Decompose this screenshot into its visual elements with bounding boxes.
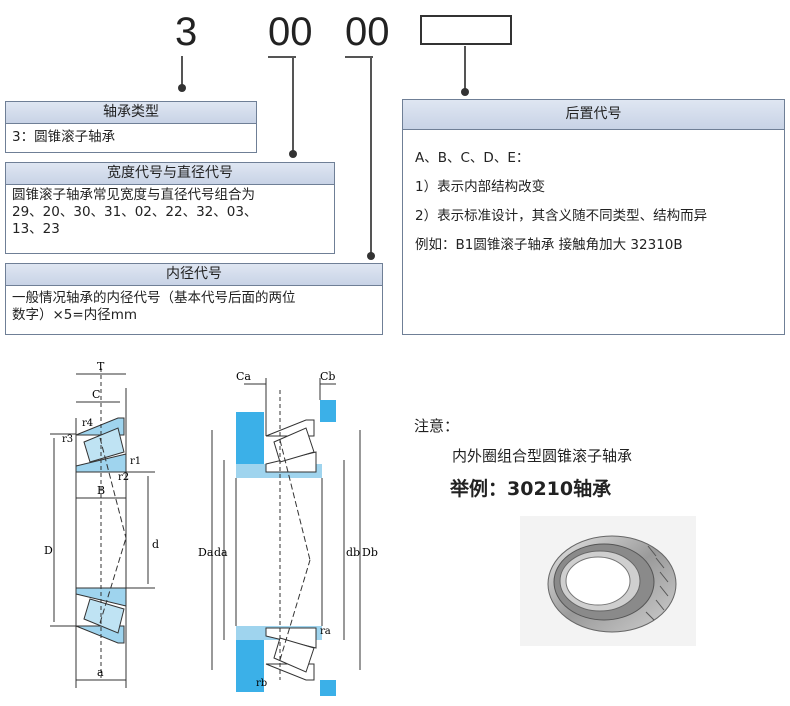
label-D: D bbox=[44, 544, 53, 557]
label-r2: r2 bbox=[118, 472, 129, 483]
connector-dot-suffix bbox=[461, 88, 469, 96]
roller-bottom bbox=[83, 598, 125, 634]
connector-width-top bbox=[268, 56, 296, 58]
label-d: d bbox=[152, 538, 159, 551]
housing-shoulder-top-right bbox=[320, 400, 336, 422]
bearing-type-panel: 轴承类型 3：圆锥滚子轴承 bbox=[5, 101, 257, 153]
suffix-line-4: 例如：B1圆锥滚子轴承 接触角加大 32310B bbox=[415, 237, 683, 253]
designation-digit-width-diameter: 00 bbox=[268, 10, 313, 54]
label-r3: r3 bbox=[62, 434, 73, 445]
housing-shoulder-bottom-left bbox=[236, 640, 264, 692]
suffix-line-1: A、B、C、D、E： bbox=[415, 150, 530, 166]
bore-code-line-1: 一般情况轴承的内径代号（基本代号后面的两位 bbox=[12, 290, 296, 306]
label-Ca: Ca bbox=[236, 370, 251, 383]
label-rb: rb bbox=[256, 678, 267, 689]
designation-digit-type: 3 bbox=[175, 10, 198, 54]
label-da: da bbox=[214, 546, 228, 559]
width-diameter-line-1: 圆锥滚子轴承常见宽度与直径代号组合为 bbox=[12, 187, 255, 203]
connector-bore-top bbox=[345, 56, 373, 58]
suffix-title: 后置代号 bbox=[403, 100, 784, 130]
suffix-panel: 后置代号 A、B、C、D、E： 1）表示内部结构改变 2）表示标准设计，其含义随… bbox=[402, 99, 785, 335]
housing-shoulder-bottom-right bbox=[320, 680, 336, 696]
width-diameter-title: 宽度代号与直径代号 bbox=[6, 163, 334, 185]
label-r1: r1 bbox=[130, 456, 141, 467]
width-diameter-line-3: 13、23 bbox=[12, 221, 60, 237]
label-Db: Db bbox=[362, 546, 378, 559]
note-label: 注意： bbox=[414, 417, 460, 435]
connector-dot-bore bbox=[367, 252, 375, 260]
suffix-line-2: 1）表示内部结构改变 bbox=[415, 179, 546, 195]
bearing-section-drawing: T C r3 r4 r1 r2 B D d a bbox=[44, 360, 159, 688]
label-Cb: Cb bbox=[320, 370, 335, 383]
label-db: db bbox=[346, 546, 360, 559]
connector-bore bbox=[370, 56, 372, 254]
bore-code-line-2: 数字）×5=内径mm bbox=[12, 307, 138, 323]
mounting-dimension-drawing: Ca Cb Da da db Db ra rb bbox=[198, 370, 378, 696]
label-ra: ra bbox=[320, 626, 331, 637]
label-Da: Da bbox=[198, 546, 214, 559]
label-T: T bbox=[97, 360, 105, 373]
connector-dot-width bbox=[289, 150, 297, 158]
bore-code-title: 内径代号 bbox=[6, 264, 382, 286]
connector-dot-type bbox=[178, 84, 186, 92]
bearing-type-text: 3：圆锥滚子轴承 bbox=[12, 129, 116, 145]
note-text: 内外圈组合型圆锥滚子轴承 bbox=[452, 447, 633, 465]
suffix-line-3: 2）表示标准设计，其含义随不同类型、结构而异 bbox=[415, 208, 708, 224]
width-diameter-panel: 宽度代号与直径代号 圆锥滚子轴承常见宽度与直径代号组合为 29、20、30、31… bbox=[5, 162, 335, 254]
label-a: a bbox=[97, 666, 104, 679]
bore-code-panel: 内径代号 一般情况轴承的内径代号（基本代号后面的两位 数字）×5=内径mm bbox=[5, 263, 383, 335]
roller-top bbox=[83, 427, 125, 463]
designation-suffix-box bbox=[420, 15, 512, 45]
label-B: B bbox=[97, 484, 105, 497]
label-r4: r4 bbox=[82, 418, 93, 429]
label-C: C bbox=[92, 388, 100, 401]
example-title: 举例：30210轴承 bbox=[450, 478, 612, 500]
connector-width bbox=[292, 56, 294, 152]
width-diameter-line-2: 29、20、30、31、02、22、32、03、 bbox=[12, 204, 258, 220]
connector-suffix bbox=[464, 46, 466, 90]
bearing-type-title: 轴承类型 bbox=[6, 102, 256, 124]
bearing-photo bbox=[520, 516, 696, 646]
connector-type bbox=[181, 56, 183, 86]
housing-shoulder-top-left bbox=[236, 412, 264, 464]
designation-digit-bore: 00 bbox=[345, 10, 390, 54]
